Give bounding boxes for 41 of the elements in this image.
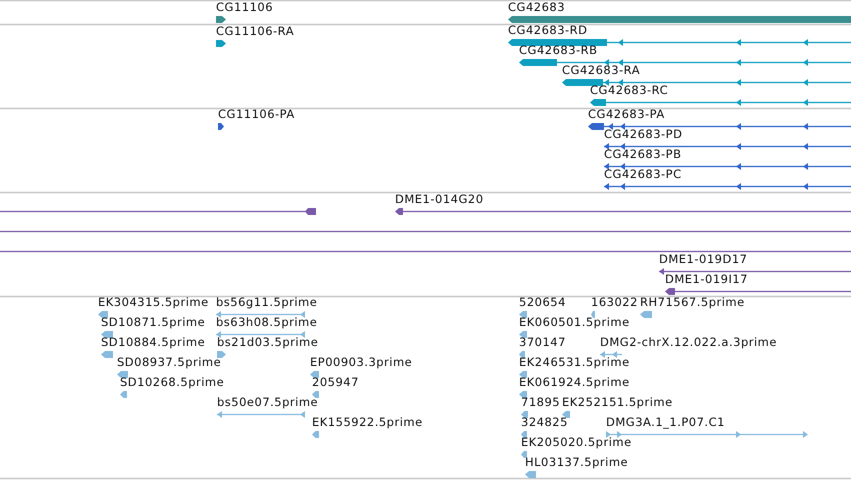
feature-label: CG42683-PC	[604, 168, 682, 181]
feature-label: EK252151.5prime	[562, 396, 673, 409]
feature-label: DMG3A.1_1.P07.C1	[606, 416, 725, 429]
feature-label: EK205020.5prime	[521, 436, 632, 449]
feature-label: HL03137.5prime	[525, 456, 628, 469]
feature-label: CG42683-RB	[519, 44, 598, 57]
feature-label: 163022	[591, 296, 638, 309]
feature-label: bs56g11.5prime	[216, 296, 318, 309]
feature-label: CG42683-PA	[588, 108, 665, 121]
feature-label: 520654	[519, 296, 566, 309]
feature-label: DME1-014G20	[395, 193, 484, 206]
feature-label: SD10884.5prime	[101, 336, 206, 349]
feature-label: CG42683-PD	[604, 128, 682, 141]
feature-label: CG42683-RA	[562, 64, 640, 77]
feature-label: bs21d03.5prime	[217, 336, 318, 349]
feature-label: DME1-019D17	[659, 253, 748, 266]
feature-label: 324825	[521, 416, 568, 429]
feature-label: CG42683-PB	[604, 148, 682, 161]
feature-label: 370147	[519, 336, 566, 349]
feature-label: 71895	[521, 396, 560, 409]
feature-label: EK061924.5prime	[519, 376, 630, 389]
feature-label: EK155922.5prime	[312, 416, 423, 429]
feature-label: SD08937.5prime	[117, 356, 222, 369]
feature-label: SD10268.5prime	[120, 376, 224, 389]
feature-label: CG11106-PA	[218, 108, 295, 121]
feature-label: CG42683	[508, 1, 566, 14]
feature-label: DME1-019I17	[665, 273, 748, 286]
feature-label: bs50e07.5prime	[217, 396, 318, 409]
feature-label: EP00903.3prime	[310, 356, 412, 369]
feature-label: EK304315.5prime	[98, 296, 209, 309]
feature-label: CG42683-RC	[590, 84, 668, 97]
feature-label: RH71567.5prime	[640, 296, 745, 309]
feature-label: CG42683-RD	[508, 24, 588, 37]
feature-label: DMG2-chrX.12.022.a.3prime	[600, 336, 777, 349]
feature-label: EK060501.5prime	[519, 316, 630, 329]
feature-label: EK246531.5prime	[519, 356, 630, 369]
feature-label: SD10871.5prime	[101, 316, 206, 329]
feature-label: 205947	[312, 376, 359, 389]
feature-label: CG11106-RA	[216, 25, 294, 38]
feature-label: bs63h08.5prime	[216, 316, 318, 329]
feature-label: CG11106	[216, 1, 274, 14]
